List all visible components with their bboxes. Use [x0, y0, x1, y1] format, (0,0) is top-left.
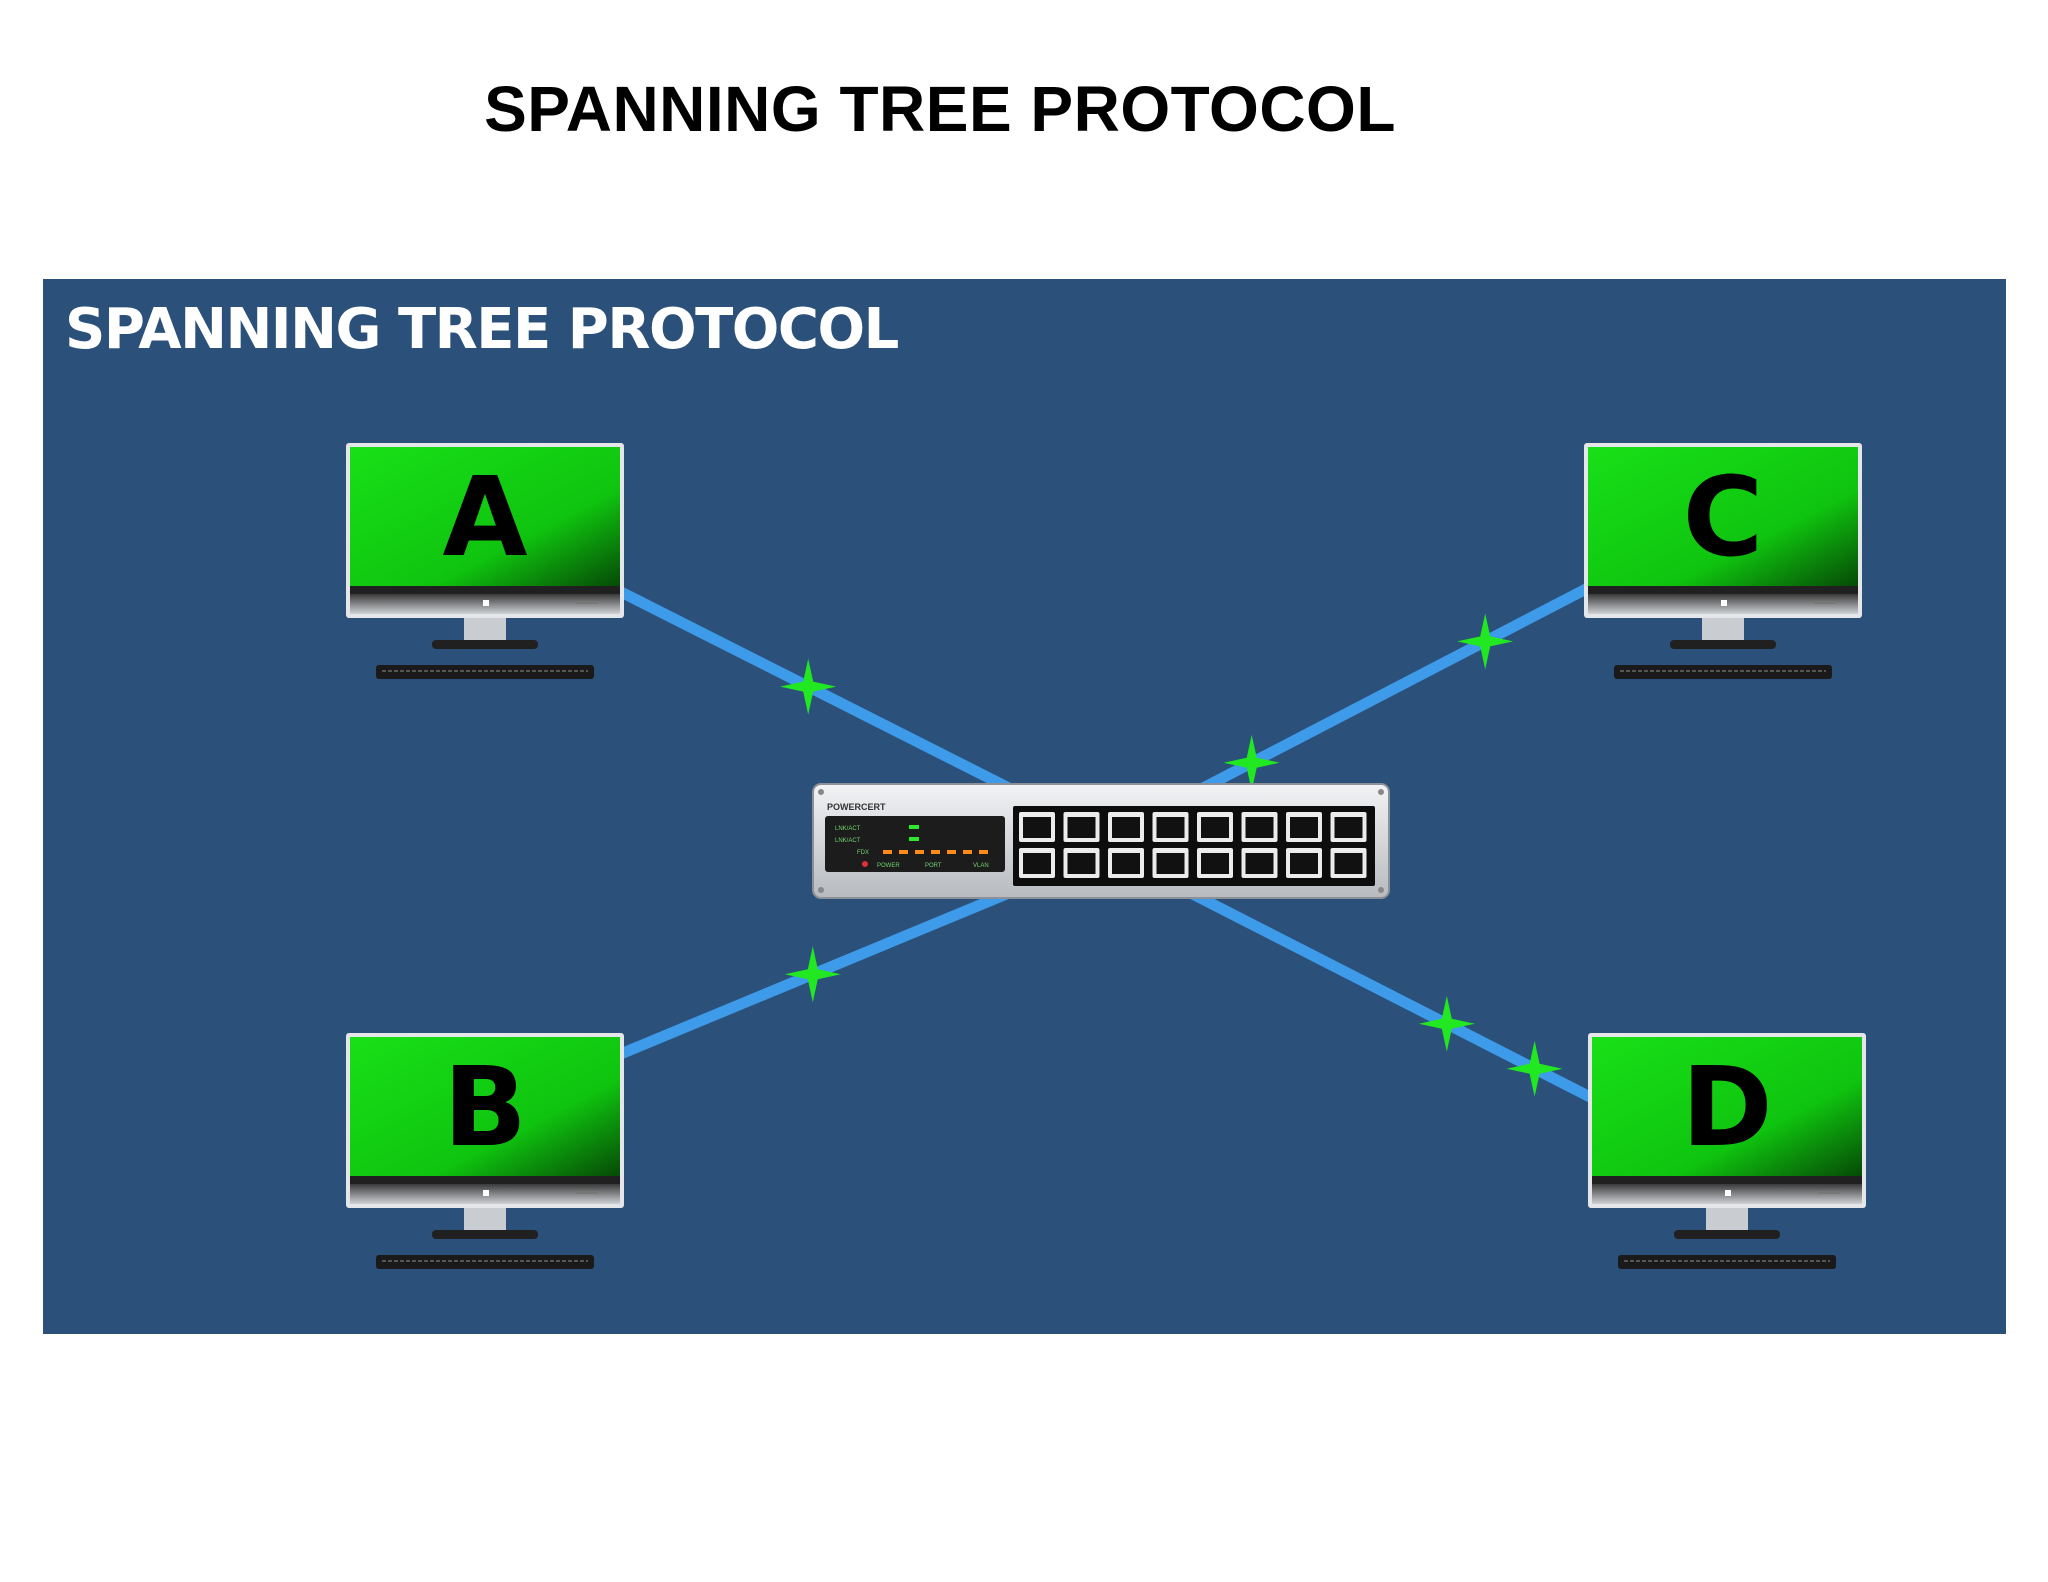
computer-a: A: [345, 442, 625, 680]
switch-port-socket: [1245, 817, 1274, 838]
link-d: [1122, 855, 1596, 1103]
switch-port-socket: [1023, 817, 1051, 838]
switch-port-socket: [1290, 853, 1318, 874]
switch-port-socket: [1334, 817, 1363, 838]
computer-label: A: [442, 453, 527, 581]
star-icon: [784, 946, 841, 1003]
switch-led: [899, 850, 908, 854]
star-icon: [780, 658, 837, 715]
switch-port-socket: [1112, 853, 1140, 874]
switch-led: [931, 850, 940, 854]
star-icon: [1223, 734, 1280, 791]
computer-label: D: [1681, 1043, 1772, 1171]
star-icon: [1506, 1040, 1563, 1097]
computer-label: B: [443, 1043, 527, 1171]
switch-led: [963, 850, 972, 854]
switch-port-socket: [1290, 817, 1318, 838]
star-icon: [1457, 613, 1514, 670]
computer-label: C: [1683, 453, 1764, 581]
switch-led-label: PORT: [925, 863, 942, 869]
star-icon: [1418, 995, 1475, 1052]
switch-port-socket: [1067, 817, 1096, 838]
switch-port-socket: [1245, 853, 1274, 874]
network-diagram: POWERCERT LNK/ACT LNK/ACT FDX POWER PORT…: [345, 442, 1867, 1270]
switch-led: [883, 850, 892, 854]
page-title: SPANNING TREE PROTOCOL: [484, 73, 1396, 145]
diagram-slide: POWERCERT LNK/ACT LNK/ACT FDX POWER PORT…: [43, 279, 2006, 1334]
network-switch-icon: POWERCERT LNK/ACT LNK/ACT FDX POWER PORT…: [812, 783, 1390, 899]
switch-port-socket: [1156, 853, 1185, 874]
switch-led-label: FDX: [857, 850, 869, 856]
switch-led-label: LNK/ACT: [835, 838, 861, 844]
switch-led: [947, 850, 956, 854]
switch-port-socket: [1201, 817, 1229, 838]
switch-port-socket: [1023, 853, 1051, 874]
computer-c: C: [1583, 442, 1863, 680]
switch-port-socket: [1067, 853, 1096, 874]
switch-led: [979, 850, 988, 854]
switch-brand: POWERCERT: [827, 802, 886, 812]
switch-port-socket: [1201, 853, 1229, 874]
switch-port-socket: [1112, 817, 1140, 838]
switch-led-label: VLAN: [973, 863, 989, 869]
switch-led: [915, 850, 924, 854]
switch-led-label: POWER: [877, 863, 900, 869]
computer-b: B: [345, 1032, 625, 1270]
switch-led-label: LNK/ACT: [835, 826, 861, 832]
computer-d: D: [1587, 1032, 1867, 1270]
slide-title: SPANNING TREE PROTOCOL: [65, 297, 899, 362]
switch-port-socket: [1156, 817, 1185, 838]
switch-ports: [1019, 812, 1367, 878]
switch-port-socket: [1334, 853, 1363, 874]
